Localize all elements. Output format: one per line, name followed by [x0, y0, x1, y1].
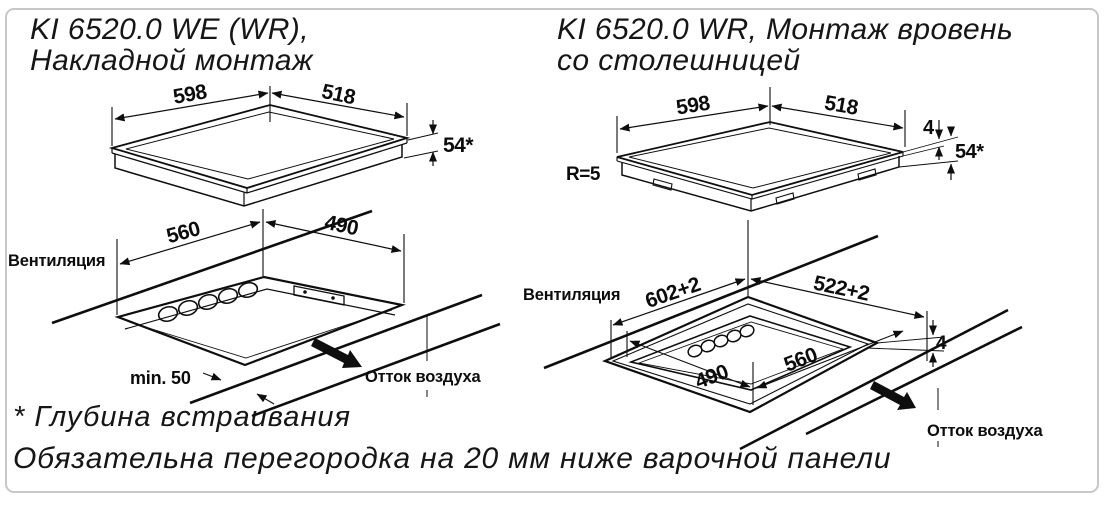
cutout-width-dim: 602+2 — [642, 273, 703, 313]
inner-depth-dim: 490 — [692, 360, 732, 393]
mounting-clip — [775, 192, 795, 205]
hob-glass-inner-edge — [628, 127, 892, 189]
depth-dimension-line — [271, 90, 405, 120]
glass-lip-dim: 4 — [923, 117, 935, 139]
cutout-width-dimension-line — [612, 278, 746, 326]
cutout-outline — [114, 275, 406, 367]
hob-rim-corners — [111, 138, 408, 193]
cutout-width-dimension-line — [119, 220, 261, 266]
surface-mount-cutout-drawing: Вентиляция 560 490 min. 50 Отток воздуха — [8, 209, 501, 418]
ventilation-label: Вентиляция — [523, 286, 620, 304]
vent-hole — [157, 305, 179, 323]
left-diagram-title: KI 6520.0 WE (WR), Накладной монтаж — [30, 14, 313, 76]
vent-hole — [237, 281, 259, 299]
air-outflow-label: Отток воздуха — [365, 368, 482, 386]
hob-glass-inner-edge — [125, 111, 395, 180]
cutout-width-dim: 560 — [164, 217, 202, 248]
vent-hole — [217, 287, 239, 305]
hob-body — [114, 145, 403, 207]
left-title-line2: Накладной монтаж — [30, 44, 314, 77]
air-outflow-label: Отток воздуха — [927, 422, 1044, 440]
min-clearance-arrow — [202, 372, 222, 381]
mounting-clip — [652, 178, 673, 191]
width-dimension-line — [619, 103, 769, 132]
cutout-front-inner-edge — [128, 309, 393, 359]
hob-top-face — [616, 121, 904, 196]
clearance-pointer-arrow — [256, 393, 275, 405]
corner-radius-dim: R=5 — [566, 164, 601, 185]
inner-depth-dimension-line — [629, 340, 751, 388]
glass-lip-edge — [616, 155, 904, 200]
right-title-line1: KI 6520.0 WR, Монтаж вровень — [557, 13, 1014, 46]
ventilation-holes — [687, 324, 755, 358]
bracket-plate — [293, 285, 345, 306]
depth-footnote: * Глубина встраивания — [13, 401, 352, 433]
mounting-clip — [857, 168, 877, 181]
hob-rim-edge — [111, 142, 408, 194]
hob-height-dim: 54* — [955, 141, 984, 163]
air-outflow-arrow — [870, 381, 916, 410]
partition-footnote: Обязательна перегородка на 20 мм ниже ва… — [13, 442, 892, 475]
air-outflow-arrow — [311, 338, 362, 368]
cutout-depth-dim: 522+2 — [811, 272, 871, 306]
cabinet-wall-edge — [124, 288, 396, 330]
cutout-depth-dimension-line — [265, 220, 402, 253]
vent-hole — [739, 324, 755, 338]
min-clearance-dim: min. 50 — [130, 368, 191, 388]
hob-depth-dim: 518 — [320, 80, 358, 110]
air-channel-edge — [805, 325, 1023, 436]
extension-lines — [116, 234, 405, 315]
left-title-line1: KI 6520.0 WE (WR), — [30, 13, 309, 46]
ventilation-label: Вентиляция — [8, 252, 105, 270]
extension-lines — [111, 86, 408, 146]
bracket-screw — [303, 290, 307, 294]
ventilation-holes — [157, 281, 259, 323]
hob-width-dim: 598 — [675, 91, 713, 119]
page-border — [5, 8, 1099, 493]
height-extension-lines — [898, 136, 959, 168]
width-dimension-line — [114, 90, 269, 122]
vent-hole — [177, 299, 199, 317]
glass-lip-corners — [616, 152, 904, 199]
extension-lines — [616, 87, 906, 153]
depth-dimension-line — [771, 103, 904, 131]
cutout-depth-dimension-line — [750, 277, 925, 319]
bracket-screw — [331, 296, 335, 300]
flush-mount-hob-drawing: 598 518 4 54* R=5 — [566, 87, 985, 212]
hob-height-dim: 54* — [443, 134, 474, 157]
surface-mount-hob-drawing: 598 518 54* — [108, 80, 475, 207]
rebate-depth-dim: 4 — [936, 333, 947, 354]
flush-mount-cutout-drawing: Вентиляция 602+2 522+2 4 490 560 Отток в… — [523, 220, 1044, 451]
vent-hole — [197, 293, 219, 311]
worktop-front-edge — [739, 308, 1009, 451]
right-diagram-title: KI 6520.0 WR, Монтаж вровень со столешни… — [557, 14, 1013, 76]
inner-width-dimension-line — [756, 330, 904, 389]
air-channel-edge — [251, 322, 501, 418]
mounting-bracket — [293, 285, 345, 306]
rebate-outline — [602, 295, 880, 414]
right-title-line2: со столешницей — [557, 44, 801, 77]
